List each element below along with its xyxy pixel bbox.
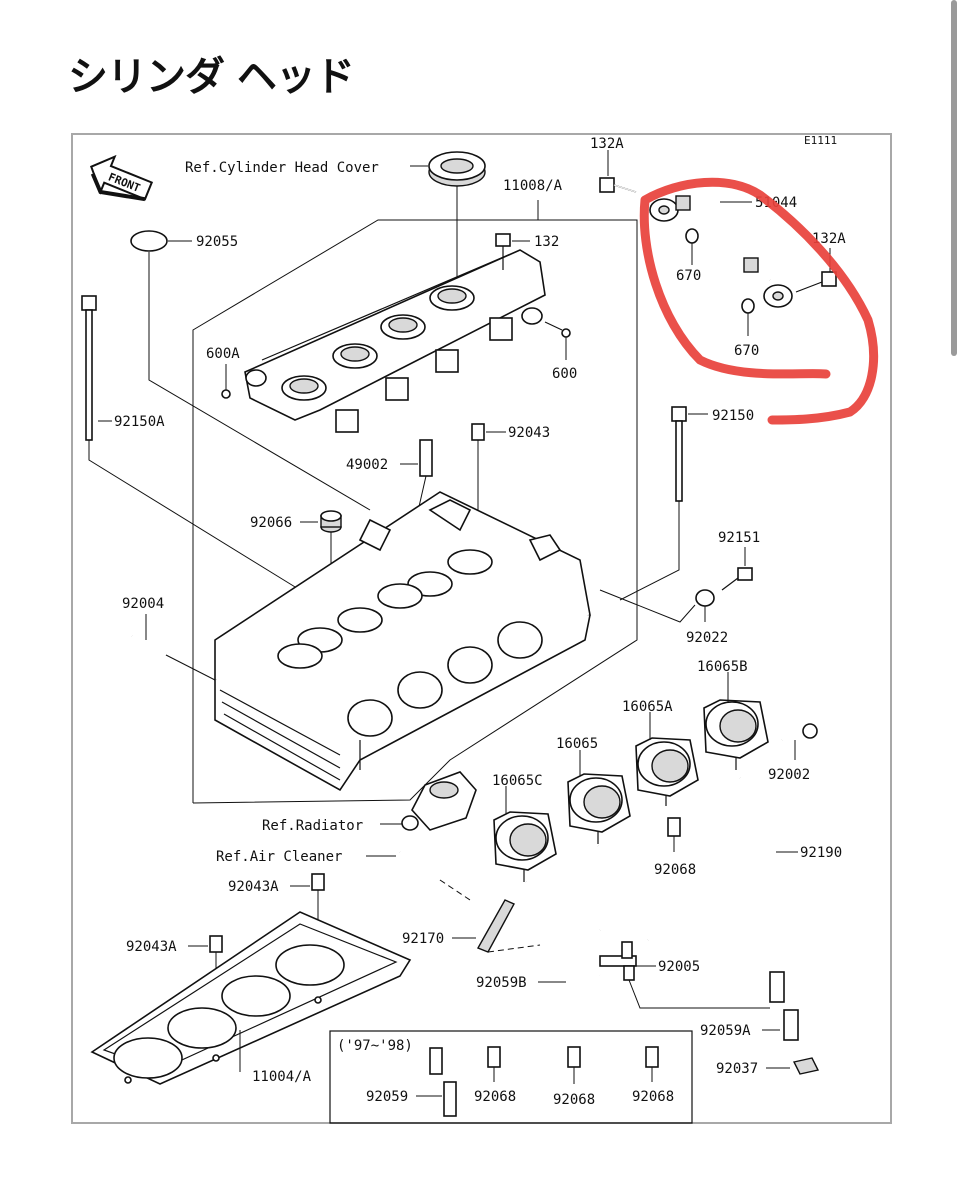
- intake-holder-16065C: [493, 811, 557, 882]
- label-92066: 92066: [250, 515, 292, 531]
- front-arrow-icon: FRONT: [89, 154, 154, 202]
- label-92068-a: 92068: [474, 1089, 516, 1105]
- label-132A-right: 132A: [812, 231, 846, 247]
- label-132A-top: 132A: [590, 136, 624, 152]
- label-92059: 92059: [366, 1089, 408, 1105]
- label-92170: 92170: [402, 931, 444, 947]
- o-ring-92055: [130, 230, 168, 252]
- label-ref-radiator: Ref.Radiator: [262, 818, 363, 834]
- label-92150A: 92150A: [114, 414, 165, 430]
- label-92022: 92022: [686, 630, 728, 646]
- clamp-92170: [476, 899, 515, 953]
- head-gasket-11004A: [90, 911, 412, 1085]
- label-92002: 92002: [768, 767, 810, 783]
- diagram-code: E1111: [804, 134, 837, 147]
- label-16065: 16065: [556, 736, 598, 752]
- bolt-132: [495, 233, 530, 270]
- years-box: [329, 1030, 693, 1124]
- label-92150: 92150: [712, 408, 754, 424]
- label-11004A: 11004/A: [252, 1069, 312, 1085]
- label-92004: 92004: [122, 596, 164, 612]
- tube-92059: [429, 1047, 457, 1117]
- stud-92004: [131, 614, 167, 657]
- label-132: 132: [534, 234, 559, 250]
- dowel-600: [561, 328, 571, 338]
- stud-92150A: [81, 295, 112, 441]
- label-92005: 92005: [658, 959, 700, 975]
- cap-92068-b: [567, 1046, 581, 1068]
- label-92059B: 92059B: [476, 975, 527, 991]
- label-670-a: 670: [676, 268, 701, 284]
- label-92068-mid: 92068: [654, 862, 696, 878]
- label-16065A: 16065A: [622, 699, 673, 715]
- scrollbar[interactable]: [951, 0, 957, 356]
- cylinder-head: [214, 491, 591, 792]
- dowel-92043: [471, 423, 485, 441]
- dowel-92043A-a: [311, 873, 325, 891]
- label-600A: 600A: [206, 346, 240, 362]
- camshaft-holder: [244, 249, 546, 433]
- label-600: 600: [552, 366, 577, 382]
- o-ring-670-a: [685, 228, 699, 244]
- intake-holder-16065A: [635, 737, 699, 806]
- label-92043A-a: 92043A: [228, 879, 279, 895]
- label-16065B: 16065B: [697, 659, 748, 675]
- label-11008A: 11008/A: [503, 178, 563, 194]
- label-ref-cylinder-head-cover: Ref.Cylinder Head Cover: [185, 160, 379, 176]
- radiator-fitting: [401, 771, 477, 831]
- label-92151: 92151: [718, 530, 760, 546]
- label-670-b: 670: [734, 343, 759, 359]
- label-92055: 92055: [196, 234, 238, 250]
- label-92190: 92190: [800, 845, 842, 861]
- label-92037: 92037: [716, 1061, 758, 1077]
- label-92043A-b: 92043A: [126, 939, 177, 955]
- label-92068-c: 92068: [632, 1089, 674, 1105]
- label-16065C: 16065C: [492, 773, 543, 789]
- valve-guide-49002: [419, 439, 433, 477]
- label-ref-air-cleaner: Ref.Air Cleaner: [216, 849, 342, 865]
- intake-holder-16065B: [703, 699, 769, 770]
- cap-92068-c: [645, 1046, 659, 1068]
- intake-holder-16065: [567, 773, 631, 844]
- t-fitting-92005: [599, 941, 637, 981]
- highlight-marker: [639, 177, 878, 425]
- cap-92068-mid: [667, 817, 681, 837]
- label-92059A: 92059A: [700, 1023, 751, 1039]
- bolt-92151: [721, 547, 753, 591]
- tube-92059A: [769, 971, 799, 1041]
- page-title: シリンダ ヘッド: [68, 54, 355, 100]
- oil-seal-92066: [320, 510, 342, 533]
- label-92043: 92043: [508, 425, 550, 441]
- dowel-600A: [221, 389, 231, 399]
- bolt-132A-top: [599, 150, 637, 193]
- o-ring-670-b: [741, 298, 755, 314]
- screw-92002: [781, 723, 818, 760]
- label-49002: 49002: [346, 457, 388, 473]
- cap-92068-a: [487, 1046, 501, 1068]
- label-92068-b: 92068: [553, 1092, 595, 1108]
- label-years: ('97~'98): [337, 1038, 413, 1054]
- breather-pipe-51044: [645, 187, 793, 308]
- dowel-92043A-b: [209, 935, 223, 953]
- washer-92022: [695, 589, 715, 607]
- clip-92037: [792, 1057, 820, 1075]
- head-cover-cap: [428, 151, 486, 290]
- stud-92150: [671, 406, 708, 502]
